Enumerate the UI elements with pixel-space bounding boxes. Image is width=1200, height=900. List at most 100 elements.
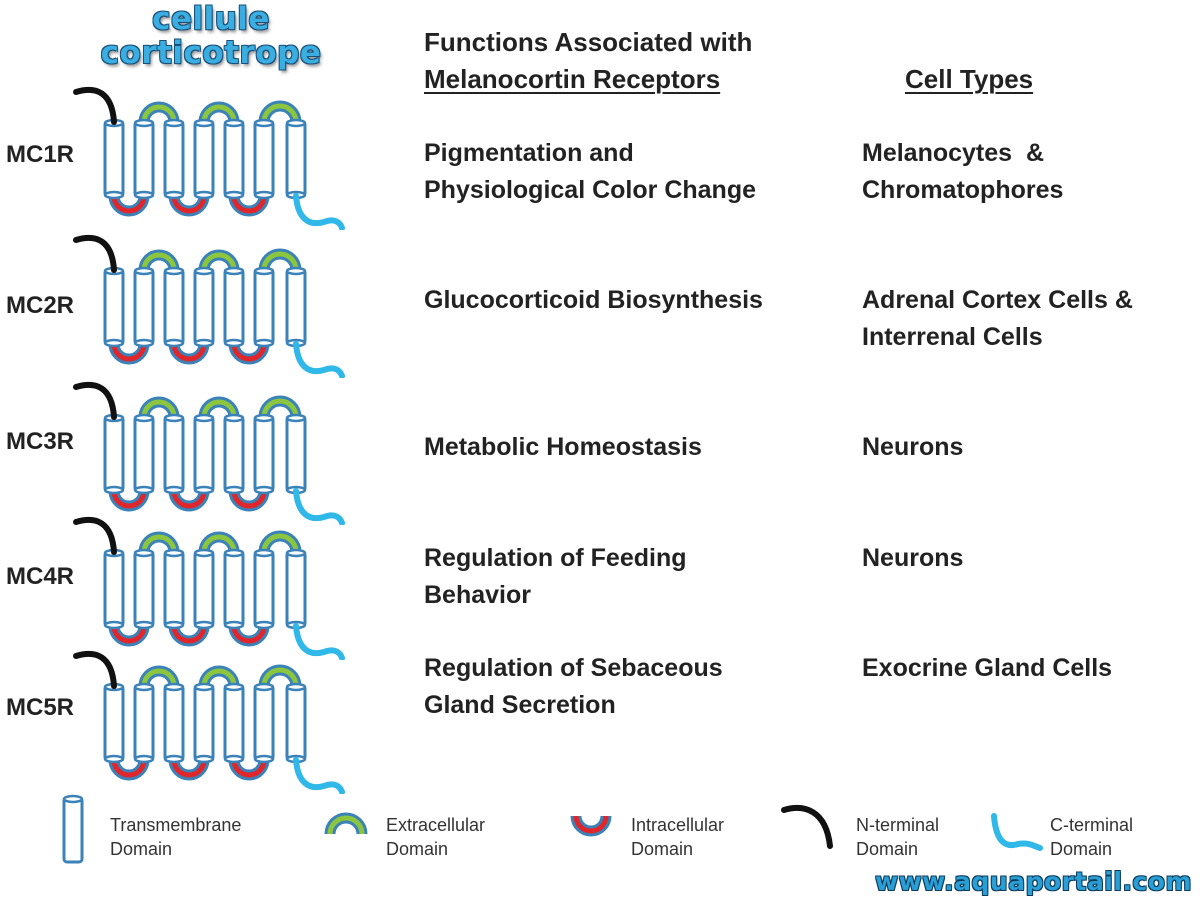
cell-types-mc4r-line1: Neurons (862, 544, 964, 572)
legend-extracellular-line1: Extracellular (386, 815, 486, 835)
helix-top (223, 682, 245, 692)
n-terminal-tail (73, 86, 117, 125)
cell-types-mc1r-line1: Melanocytes & (862, 139, 1045, 167)
function-mc5r: Regulation of Sebaceous Gland Secretion (424, 650, 723, 724)
helix-bottom (133, 754, 155, 764)
helix-top (133, 266, 155, 276)
transmembrane-icon (62, 794, 84, 864)
intracellular-loop-inner (111, 343, 147, 362)
transmembrane-helix (223, 550, 245, 628)
legend-intracellular-line2: Domain (631, 839, 694, 859)
intracellular-loop-inner (171, 490, 207, 509)
intracellular-loop-inner (171, 343, 207, 362)
extracellular-loop-inner (201, 399, 237, 418)
receptor-label-mc4r: MC4R (6, 563, 75, 590)
legend-intracellular: Intracellular Domain (631, 813, 724, 861)
transmembrane-helix (253, 268, 275, 346)
transmembrane-helix (133, 120, 155, 198)
cell-types-mc2r-line2: Interrenal Cells (862, 323, 1043, 351)
c-terminal-tail (293, 757, 345, 794)
functions-header: Functions Associated with Melanocortin R… (424, 24, 752, 98)
legend-n-terminal: N-terminal Domain (856, 813, 939, 861)
functions-header-line2: Melanocortin Receptors (424, 64, 721, 94)
function-mc3r-line1: Metabolic Homeostasis (424, 433, 702, 461)
function-mc4r-line2: Behavior (424, 581, 531, 609)
helix-bottom (133, 338, 155, 348)
transmembrane-helix (285, 268, 307, 346)
helix-bottom (163, 620, 185, 630)
watermark-title-line1: cellule (152, 1, 270, 37)
transmembrane-helix (193, 684, 215, 762)
extracellular-loop-inner (261, 398, 299, 418)
helix-top (163, 548, 185, 558)
helix-bottom (103, 190, 125, 200)
transmembrane-helix (133, 268, 155, 346)
function-mc2r: Glucocorticoid Biosynthesis (424, 282, 763, 319)
helix-bottom (253, 485, 275, 495)
intracellular-loop-inner (231, 625, 267, 644)
helix-bottom (253, 190, 275, 200)
transmembrane-helix (253, 415, 275, 493)
helix-bottom (223, 190, 245, 200)
legend-extracellular: Extracellular Domain (386, 813, 485, 861)
intracellular-loop-inner (231, 759, 267, 778)
transmembrane-helix (193, 120, 215, 198)
transmembrane-helix (223, 684, 245, 762)
transmembrane-helix (285, 415, 307, 493)
receptor-group (73, 234, 345, 378)
helix-bottom (163, 754, 185, 764)
receptor-group (73, 650, 345, 794)
extracellular-loop-inner (141, 534, 177, 553)
cell-types-mc4r: Neurons (862, 540, 963, 577)
helix-bottom (223, 754, 245, 764)
transmembrane-helix (163, 120, 185, 198)
helix-top (163, 413, 185, 423)
legend-transmembrane-line1: Transmembrane (110, 815, 242, 835)
legend-c-terminal: C-terminal Domain (1050, 813, 1133, 861)
helix-bottom (193, 338, 215, 348)
extracellular-loop-inner (261, 103, 299, 123)
function-mc1r: Pigmentation and Physiological Color Cha… (424, 135, 756, 209)
transmembrane-helix (253, 684, 275, 762)
helix-top (253, 413, 275, 423)
legend-intracellular-line1: Intracellular (631, 815, 725, 835)
helix-top (285, 118, 307, 128)
function-mc4r-line1: Regulation of Feeding (424, 544, 687, 572)
receptor-label-mc2r: MC2R (6, 292, 75, 319)
receptor-group (73, 86, 345, 230)
transmembrane-helix (103, 268, 125, 346)
helix-bottom (223, 620, 245, 630)
helix-bottom (163, 485, 185, 495)
helix-bottom (223, 338, 245, 348)
helix-top (253, 548, 275, 558)
n-terminal-tail (73, 381, 117, 420)
helix-top (133, 682, 155, 692)
helix-top (253, 266, 275, 276)
helix-top (163, 682, 185, 692)
extracellular-loop-inner (261, 667, 299, 687)
helix-bottom (253, 754, 275, 764)
intracellular-loop-inner (231, 195, 267, 214)
c-terminal-tail (293, 341, 345, 378)
helix-bottom (133, 190, 155, 200)
extracellular-loop-inner (261, 533, 299, 553)
intracellular-loop-inner (171, 195, 207, 214)
transmembrane-helix (193, 415, 215, 493)
intracellular-icon (570, 815, 612, 837)
legend-c-terminal-line1: C-terminal (1050, 815, 1134, 835)
helix-top (193, 548, 215, 558)
transmembrane-helix (285, 684, 307, 762)
transmembrane-helix (133, 415, 155, 493)
extracellular-loop-inner (141, 252, 177, 271)
cell-types-mc2r-line1: Adrenal Cortex Cells & (862, 286, 1133, 314)
transmembrane-helix (133, 550, 155, 628)
helix-top (285, 413, 307, 423)
receptor-label-mc3r: MC3R (6, 428, 75, 455)
cell-types-mc2r: Adrenal Cortex Cells & Interrenal Cells (862, 282, 1133, 356)
c-terminal-icon (991, 813, 1043, 851)
transmembrane-helix (223, 268, 245, 346)
transmembrane-helix (193, 550, 215, 628)
extracellular-loop-inner (141, 399, 177, 418)
receptor-group (73, 516, 345, 660)
cell-types-mc3r: Neurons (862, 429, 963, 466)
